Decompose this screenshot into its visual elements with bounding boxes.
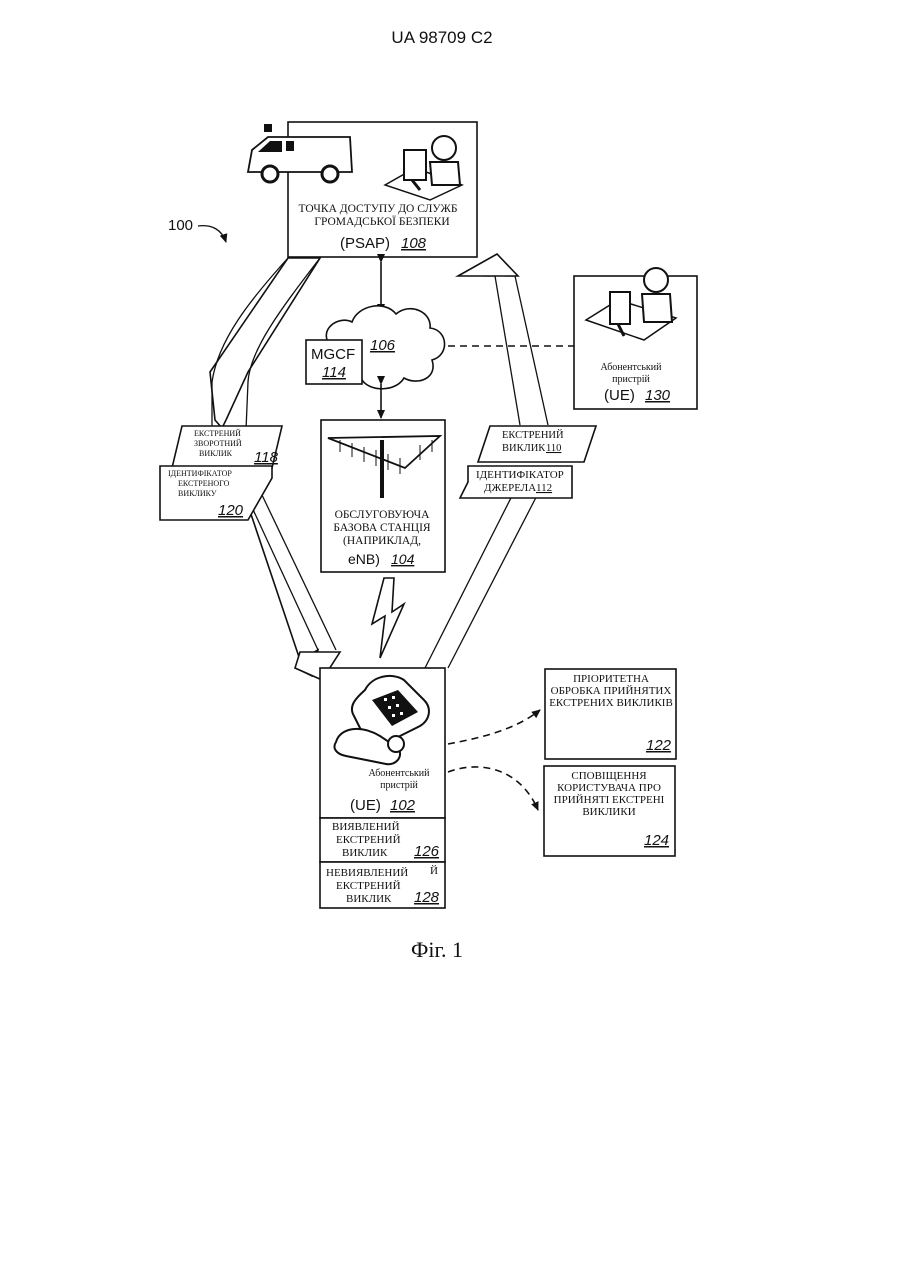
psap-abbr: (PSAP) xyxy=(340,235,390,252)
ue130-label-line1: Абонентський xyxy=(601,362,663,373)
callback-id-line1: ІДЕНТИФІКАТОР xyxy=(168,469,232,478)
emergency-call-line2: ВИКЛИК xyxy=(502,443,546,454)
ue-priority-link xyxy=(448,710,540,744)
source-id-line2: ДЖЕРЕЛА xyxy=(484,482,536,494)
callback-id-line3: ВИКЛИКУ xyxy=(178,489,217,498)
undetected-line2: ЕКСТРЕНИЙ xyxy=(336,880,401,892)
base-station-label-line2: БАЗОВА СТАНЦІЯ xyxy=(333,522,431,534)
notify-line1: СПОВІЩЕННЯ xyxy=(571,770,647,782)
mgcf-label: MGCF xyxy=(311,346,355,363)
ue130-label-line2: пристрій xyxy=(612,374,650,385)
ue-notify-link xyxy=(448,767,538,810)
ue130-abbr: (UE) xyxy=(604,387,635,404)
ue102-abbr: (UE) xyxy=(350,797,381,814)
callback-flag-line2: ЗВОРОТНИЙ xyxy=(194,439,242,448)
detected-line2: ЕКСТРЕНИЙ xyxy=(336,834,401,846)
psap-label-line2: ГРОМАДСЬКОЇ БЕЗПЕКИ xyxy=(314,214,449,228)
notify-line4: ВИКЛИКИ xyxy=(582,806,635,818)
priority-ref: 122 xyxy=(646,737,672,754)
undetected-line3: ВИКЛИК xyxy=(346,893,392,905)
callback-flag-line3: ВИКЛИК xyxy=(199,449,233,458)
detected-line1: ВИЯВЛЕНИЙ xyxy=(332,821,400,833)
radio-link-icon xyxy=(372,578,404,658)
callback-id-ref: 120 xyxy=(218,502,244,519)
source-id-line1: ІДЕНТИФІКАТОР xyxy=(476,469,564,481)
psap-label-line1: ТОЧКА ДОСТУПУ ДО СЛУЖБ xyxy=(299,203,458,215)
base-station-abbr: eNB) xyxy=(348,551,380,567)
notify-line2: КОРИСТУВАЧА ПРО xyxy=(557,782,661,794)
ue102-label-line1: Абонентський xyxy=(369,768,431,779)
emergency-call-line1: ЕКСТРЕНИЙ xyxy=(502,429,564,441)
base-station-label-line1: ОБСЛУГОВУЮЧА xyxy=(335,509,431,521)
system-ref-arrow xyxy=(198,226,226,242)
source-id-ref: 112 xyxy=(536,482,552,494)
mgcf-ref: 114 xyxy=(322,364,346,381)
detected-line3: ВИКЛИК xyxy=(342,847,388,859)
emergency-call-ref: 110 xyxy=(546,443,561,454)
notify-line3: ПРИЙНЯТІ ЕКСТРЕНІ xyxy=(554,794,665,806)
callback-flag-ref: 118 xyxy=(254,449,279,466)
notify-ref: 124 xyxy=(644,832,669,849)
undetected-line1: НЕВИЯВЛЕНИЙ xyxy=(326,867,408,879)
ue102-label-line2: пристрій xyxy=(380,780,418,791)
patent-number: UA 98709 C2 xyxy=(391,28,492,47)
priority-line1: ПРІОРИТЕТНА xyxy=(573,673,649,685)
priority-line2: ОБРОБКА ПРИЙНЯТИХ xyxy=(551,685,672,697)
callback-id-line2: ЕКСТРЕНОГО xyxy=(178,479,230,488)
priority-line3: ЕКСТРЕНИХ ВИКЛИКІВ xyxy=(549,697,673,709)
psap-ref: 108 xyxy=(401,235,427,252)
callback-flag-line1: ЕКСТРЕНИЙ xyxy=(194,429,241,438)
base-station-label-line3: (НАПРИКЛАД, xyxy=(343,535,421,547)
base-station-ref: 104 xyxy=(391,551,415,567)
ue130-box xyxy=(574,276,697,409)
network-ref: 106 xyxy=(370,337,396,354)
undetected-ref: 128 xyxy=(414,889,440,906)
figure-caption: Фіг. 1 xyxy=(411,937,463,962)
detected-ref: 126 xyxy=(414,843,440,860)
ue102-ref: 102 xyxy=(390,797,416,814)
ue130-ref: 130 xyxy=(645,387,671,404)
system-ref: 100 xyxy=(168,217,193,234)
undetected-stray: Й xyxy=(430,865,438,877)
